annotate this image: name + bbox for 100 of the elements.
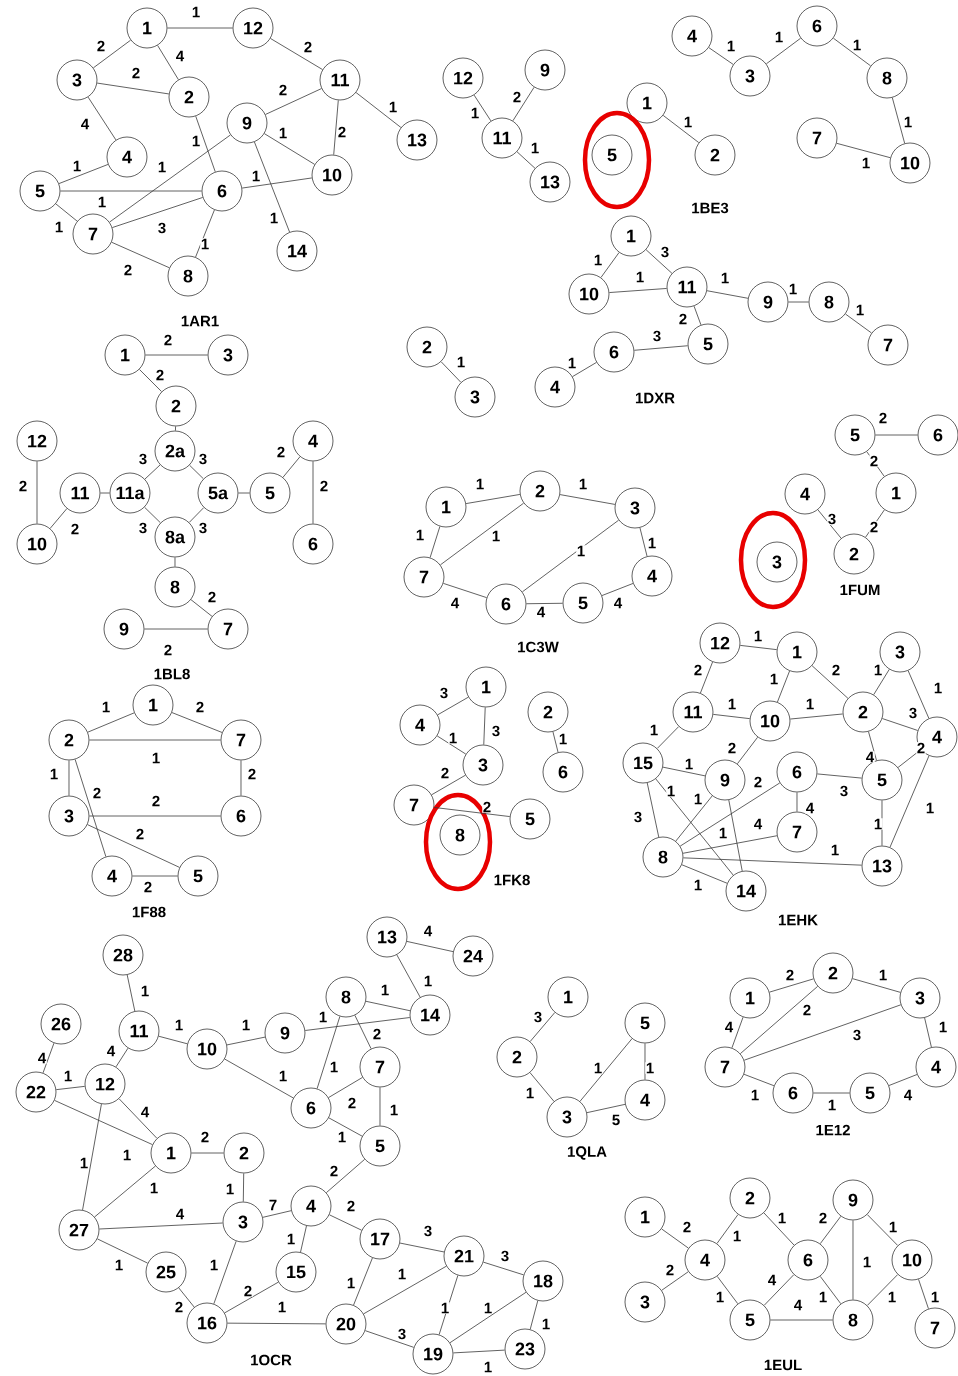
edge-weight: 4	[724, 1021, 734, 1033]
edge-weight: 2	[278, 84, 288, 96]
edge-weight: 2	[665, 1264, 675, 1276]
edge-weight: 1	[97, 196, 107, 208]
edge-line	[304, 1017, 411, 1031]
edge-weight: 1	[861, 157, 871, 169]
edge-weight: 2	[303, 41, 313, 53]
edge-weight: 1	[72, 160, 82, 172]
edge-weight: 1	[318, 1011, 328, 1023]
edge-line	[763, 1274, 795, 1306]
edge-weight: 1	[456, 356, 466, 368]
edge-line	[224, 1058, 294, 1099]
edge-line	[644, 1043, 646, 1080]
edge-line	[60, 190, 202, 192]
edge-weight: 1	[380, 984, 390, 996]
edge-line	[58, 164, 109, 184]
edge-weight: 4	[80, 118, 90, 130]
edge-line	[716, 1275, 739, 1305]
edge-line	[111, 241, 170, 269]
edge-weight: 1	[440, 1302, 450, 1314]
edge-line	[406, 941, 454, 952]
edge-weight: 2	[440, 767, 450, 779]
edge-weight: 1	[491, 530, 501, 542]
edge-line	[662, 766, 706, 777]
edge-weight: 2	[70, 523, 80, 535]
edge-line	[82, 1103, 102, 1211]
edge-weight: 2	[319, 480, 329, 492]
edge-line	[693, 305, 702, 326]
edge-weight: 1	[122, 1149, 132, 1161]
edge-line	[661, 1271, 689, 1291]
edge-line	[158, 1035, 188, 1045]
edge-weight: 4	[175, 1208, 185, 1220]
edge-line	[516, 151, 536, 169]
edge-line	[881, 718, 919, 731]
edge-weight: 1	[805, 698, 815, 710]
edge-line	[431, 774, 466, 796]
edge-weight: 2	[512, 91, 522, 103]
edge-weight: 4	[106, 1045, 116, 1057]
edge-line	[736, 736, 759, 765]
edge-line	[98, 1222, 224, 1230]
edge-line	[521, 519, 620, 593]
edge-line	[449, 1291, 527, 1344]
edge-weight: 2	[802, 1004, 812, 1016]
edge-line	[579, 1038, 633, 1102]
edge-weight: 2	[163, 334, 173, 346]
edge-weight: 3	[827, 513, 837, 525]
edge-weight: 2	[276, 446, 286, 458]
edge-line	[440, 361, 462, 383]
edge-weight: 1	[593, 254, 603, 266]
edge-weight: 1	[774, 31, 784, 43]
edge-weight: 3	[533, 1011, 543, 1023]
edge-weight: 1	[693, 793, 703, 805]
edge-line	[868, 731, 877, 761]
edge-weight: 1	[337, 1131, 347, 1143]
edge-weight: 4	[793, 1299, 803, 1311]
edge-line	[42, 1042, 55, 1074]
edge-line	[329, 1214, 362, 1231]
edge-line	[224, 1281, 279, 1314]
graph-label: 1AR1	[181, 315, 219, 327]
edge-weight: 4	[536, 606, 546, 618]
edge-weight: 4	[903, 1089, 913, 1101]
edge-weight: 1	[388, 101, 398, 113]
edge-line	[529, 1072, 555, 1102]
edge-weight: 3	[138, 453, 148, 465]
edge-weight: 1	[576, 545, 586, 557]
edge-weight: 2	[200, 1131, 210, 1143]
edge-line	[907, 670, 930, 719]
edge-line	[36, 461, 38, 524]
edge-line	[438, 1275, 459, 1335]
edge-weight: 1	[483, 1302, 493, 1314]
edge-line	[465, 494, 521, 504]
edge-weight: 1	[269, 212, 279, 224]
edge-line	[111, 197, 204, 228]
edge-weight: 1	[727, 698, 737, 710]
edge-line	[789, 713, 844, 720]
edge-weight: 1	[878, 969, 888, 981]
edge-line	[87, 712, 135, 733]
edge-line	[440, 502, 524, 566]
edge-line	[195, 209, 215, 258]
edge-line	[353, 1257, 373, 1306]
edge-weight: 1	[726, 40, 736, 52]
edge-weight: 4	[175, 50, 185, 62]
edge-weight: 1	[470, 107, 480, 119]
edge-weight: 2	[372, 1028, 382, 1040]
edge-line	[728, 799, 743, 872]
edge-weight: 1	[329, 1061, 339, 1073]
edge-weight: 1	[578, 478, 588, 490]
edge-weight: 3	[652, 330, 662, 342]
edge-weight: 1	[649, 724, 659, 736]
edge-line	[572, 362, 597, 377]
edge-weight: 1	[475, 478, 485, 490]
edge-line	[100, 492, 110, 494]
edge-weight: 1	[938, 1021, 948, 1033]
edge-weight: 1	[448, 732, 458, 744]
edge-weight: 4	[140, 1106, 150, 1118]
edge-weight: 1	[54, 221, 64, 233]
edge-weight: 2	[131, 67, 141, 79]
edge-line	[529, 1300, 539, 1330]
edge-weight: 2	[135, 828, 145, 840]
edge-weight: 4	[450, 597, 460, 609]
